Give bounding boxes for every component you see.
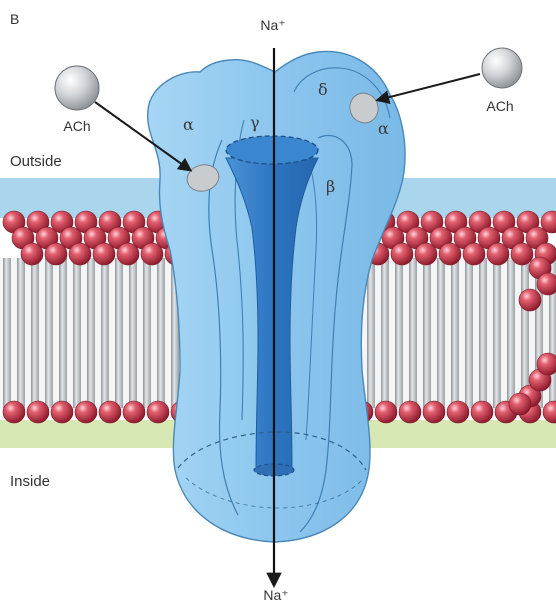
lipid-head-top (463, 243, 485, 265)
lipid-head-top (45, 243, 67, 265)
lipid-head-top (511, 243, 533, 265)
lipid-head-bottom (447, 401, 469, 423)
lipid-head-top (69, 243, 91, 265)
lipid-head-bottom (27, 401, 49, 423)
arrow-ach-right-to-site (378, 74, 480, 100)
panel-label: B (10, 11, 19, 27)
subunit-beta-label: β (326, 177, 335, 196)
lipid-head-bottom (147, 401, 169, 423)
subunit-alpha-left-label: α (183, 115, 194, 134)
subunit-gamma-label: γ (250, 113, 260, 132)
outside-label: Outside (10, 153, 62, 170)
lipid-head-top (117, 243, 139, 265)
subunit-alpha-right-label: α (378, 119, 389, 138)
lipid-head-bottom (75, 401, 97, 423)
lipid-head-bottom (375, 401, 397, 423)
sodium-ion-bottom-label: Na⁺ (263, 587, 288, 603)
lipid-head-bottom (3, 401, 25, 423)
pore-top-opening (226, 136, 318, 164)
lipid-head-top (141, 243, 163, 265)
lipid-tails-right (350, 258, 556, 408)
ach-left-label: ACh (63, 118, 90, 134)
lipid-head-top (439, 243, 461, 265)
lipid-head-top (415, 243, 437, 265)
lipid-head-edge (537, 353, 556, 375)
sodium-ion-top-label: Na⁺ (260, 17, 285, 33)
lipid-head-bottom (51, 401, 73, 423)
lipid-head-bottom (99, 401, 121, 423)
lipid-head-edge (537, 273, 556, 295)
lipid-tails-left (0, 258, 200, 408)
lipid-head-top (391, 243, 413, 265)
ach-ligand-right (482, 48, 522, 88)
lipid-head-bottom (399, 401, 421, 423)
lipid-head-top (93, 243, 115, 265)
lipid-head-bottom (471, 401, 493, 423)
lipid-head-bottom (423, 401, 445, 423)
ach-ligand-left (55, 66, 99, 110)
lipid-head-edge (519, 289, 541, 311)
lipid-head-top (487, 243, 509, 265)
lipid-head-bottom (123, 401, 145, 423)
lipid-head-top (21, 243, 43, 265)
subunit-delta-label: δ (318, 80, 328, 99)
lipid-head-edge (509, 393, 531, 415)
inside-label: Inside (10, 473, 50, 490)
ach-right-label: ACh (486, 98, 513, 114)
